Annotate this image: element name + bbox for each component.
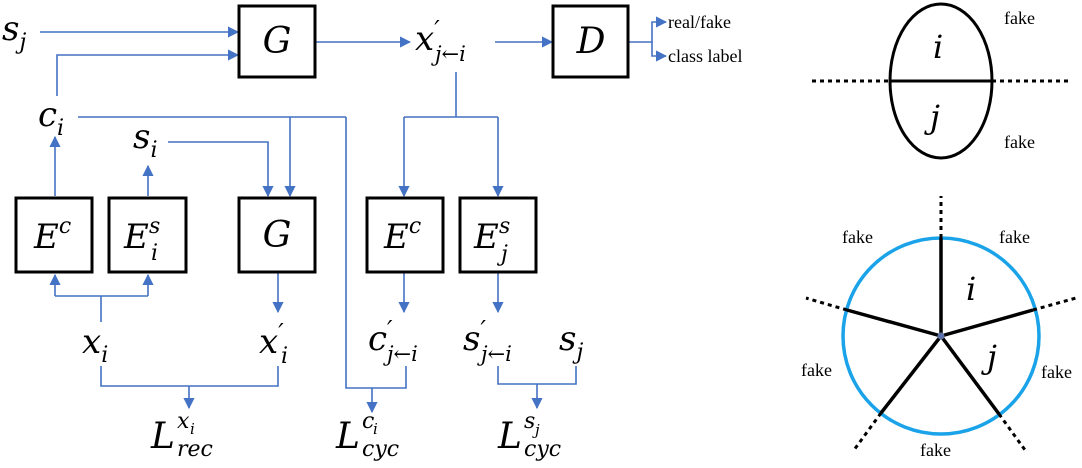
label-s-j-top: sj <box>2 9 26 55</box>
spoke-bottom-right <box>939 334 1001 416</box>
label-s-j-bottom: sj <box>559 319 583 365</box>
g-box-top: G <box>237 4 317 79</box>
label-x-ji-sub: j←i <box>431 42 466 66</box>
arrow-d-to-realfake <box>628 16 668 43</box>
es-left-sub: i <box>151 241 158 266</box>
loss-rec: L x i rec <box>150 409 213 462</box>
loss-cyc-s-sup-sub: j <box>532 421 540 439</box>
ellipse-fake-bottom: fake <box>1004 132 1035 152</box>
circle-fake-bottom: fake <box>920 440 951 460</box>
g-box-bottom: G <box>237 196 317 274</box>
label-x-i-prime: x′ <box>259 319 284 362</box>
line-cji-to-lcyc <box>372 366 407 389</box>
ec-right-label: Ec <box>383 214 421 257</box>
loss-rec-sup: x <box>177 409 190 434</box>
label-c-ji: c′ <box>368 316 393 359</box>
label-x-i-prime-sub: i <box>281 344 288 369</box>
es-box-left: E s i <box>107 196 188 274</box>
arrow-d-to-classlabel <box>651 42 668 62</box>
loss-cyc-c: L c i cyc <box>335 409 399 462</box>
es-right-label: E <box>473 217 499 257</box>
ellipse-region-i: i <box>933 28 943 66</box>
d-box: D <box>551 4 630 79</box>
circle-region-i: i <box>966 270 976 308</box>
arrow-si-to-g-bottom <box>168 141 274 198</box>
loss-cyc-c-base: L <box>335 416 360 457</box>
spoke-right <box>940 308 1034 338</box>
connectors <box>40 16 668 414</box>
label-c-i: ci <box>38 95 64 141</box>
ellipse-panel: i j fake fake <box>812 2 1068 160</box>
spoke-bottom-left <box>879 334 943 415</box>
label-x-ji: x′ <box>415 16 440 59</box>
arrow-ci-to-lcyc-c <box>345 117 378 414</box>
spoke-left-dotted <box>805 296 848 312</box>
arrow-ci-to-g <box>56 49 240 96</box>
es-right-sup: s <box>499 214 510 239</box>
circle-panel: i j fake fake fake fake fake <box>801 196 1077 460</box>
circle-center-dot <box>937 332 945 340</box>
circle-fake-right: fake <box>1041 362 1072 382</box>
g-bottom-label: G <box>263 215 292 256</box>
loss-rec-sub: rec <box>177 437 213 462</box>
label-class-label: class label <box>668 46 742 66</box>
es-left-label: E <box>123 217 149 257</box>
spoke-left <box>846 308 942 338</box>
ec-box-right: Ec <box>365 196 445 274</box>
label-c-ji-sub: j←i <box>383 342 418 366</box>
loss-rec-sup-sub: i <box>190 420 195 438</box>
loss-rec-base: L <box>150 416 175 457</box>
circle-fake-top-right: fake <box>999 227 1030 247</box>
spoke-bottom-left-dotted <box>852 412 883 451</box>
label-real-fake: real/fake <box>668 12 731 32</box>
circle-fake-left: fake <box>801 360 832 380</box>
g-top-label: G <box>263 21 292 62</box>
es-box-right: E s j <box>458 196 538 274</box>
circle-region-j: j <box>981 338 997 376</box>
loss-cyc-s-base: L <box>497 416 522 457</box>
line-rec-bracket <box>100 366 279 387</box>
loss-cyc-s-sup: s <box>524 409 535 434</box>
spoke-bottom-right-dotted <box>997 413 1027 451</box>
circle-fake-top-left: fake <box>842 227 873 247</box>
label-s-i: si <box>133 117 158 163</box>
loss-cyc-s: L s j cyc <box>497 409 561 462</box>
label-s-ji-sub: j←i <box>477 342 512 366</box>
loss-cyc-c-sup: c <box>362 409 374 434</box>
d-label: D <box>576 21 606 62</box>
label-x-i: xi <box>82 322 108 368</box>
label-s-ji: s′ <box>463 316 486 359</box>
ellipse-fake-top: fake <box>1004 8 1035 28</box>
ec-box-left: Ec <box>14 196 94 274</box>
ellipse-region-j: j <box>924 98 940 136</box>
line-cyc-s-bracket <box>497 366 577 385</box>
loss-cyc-s-sub: cyc <box>524 437 561 462</box>
ec-left-label: Ec <box>33 214 71 257</box>
loss-cyc-c-sup-sub: i <box>373 420 378 438</box>
spoke-right-dotted <box>1032 296 1077 312</box>
es-left-sup: s <box>149 214 160 239</box>
loss-cyc-c-sub: cyc <box>362 437 399 462</box>
